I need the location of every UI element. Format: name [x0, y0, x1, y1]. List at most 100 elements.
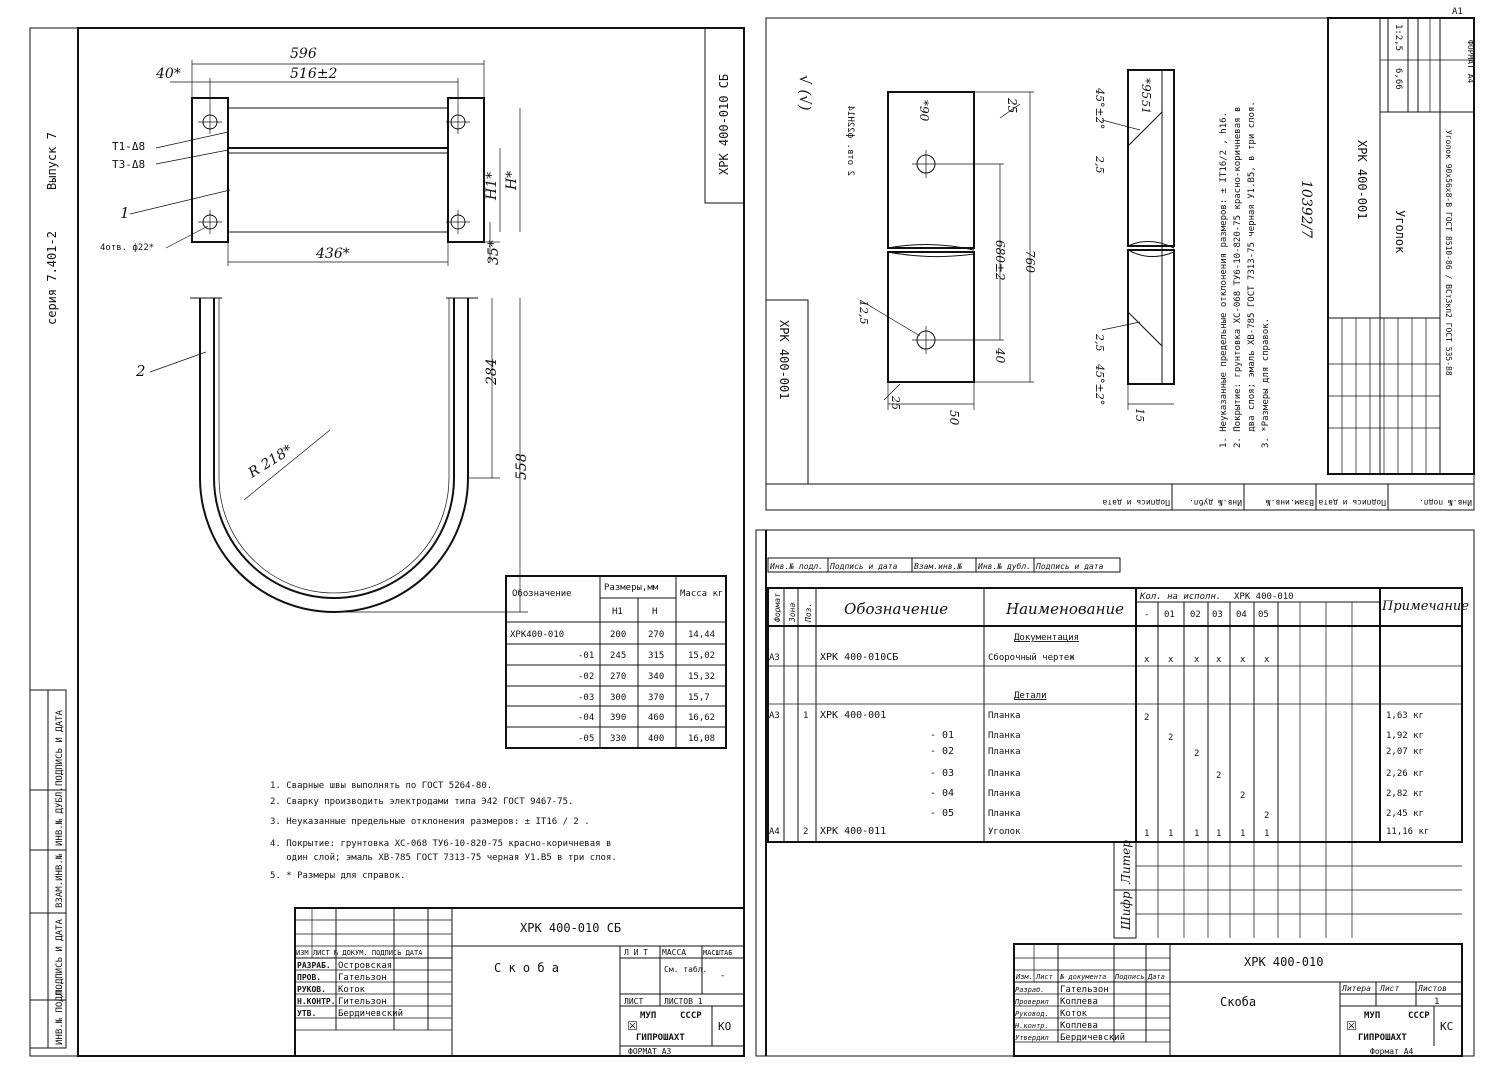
spec-tb-h-date: Дата — [1147, 973, 1165, 981]
spec-row-qty: 2 — [1216, 771, 1221, 781]
spec-tb-h-izm: Изм. — [1015, 973, 1033, 981]
rt-dim-95: *95 — [1139, 78, 1153, 99]
spec-tb-h-doc: № документа — [1059, 973, 1106, 981]
dim-r218: R 218* — [245, 442, 296, 482]
left-sheet: серия 7.401-2 Выпуск 7 ИНВ.№ ПОДЛ. ПОДПИ… — [29, 27, 745, 1057]
spec-top-strip: Инв.№ подл. Подпись и дата Взам.инв.№ Ин… — [767, 557, 1121, 573]
spec-row-qty: х — [1168, 655, 1174, 665]
spec-row-designation: - 01 — [930, 730, 954, 741]
rt-dim-50: 50 — [947, 410, 961, 426]
spec-exec-header: - — [1144, 610, 1149, 620]
issue-label: Выпуск 7 — [45, 132, 59, 190]
spec-row-name: Планка — [988, 711, 1021, 721]
left-tb-role-name: Гательзон — [338, 973, 387, 983]
left-title-block: ХРК 400-010 СБ С к о б а ИЗМ ЛИСТ № ДОКУ… — [294, 907, 745, 1057]
left-note-5: 5. * Размеры для справок. — [270, 871, 405, 881]
left-tb-lit: Л И Т — [624, 948, 648, 957]
spec-table: Формат Зона Поз. Обозначение Наименовани… — [767, 587, 1469, 843]
rt-scale: 1:2,5 — [1393, 24, 1403, 51]
size-row-h1: 200 — [610, 630, 626, 640]
spec-side-labels: Шифр Литер — [1113, 840, 1462, 939]
strip-vzam: ВЗАМ.ИНВ.№ — [55, 853, 65, 908]
sheet-corner: А1 — [1452, 7, 1463, 17]
rt-dim-760: 760 — [1023, 250, 1037, 273]
spec-row-qty: х — [1216, 655, 1222, 665]
dim-35: 35* — [486, 240, 502, 265]
dim-436: 436* — [315, 246, 350, 262]
left-tb-role-name: Бердичевский — [338, 1009, 403, 1019]
spec-h-note: Примечание — [1381, 599, 1469, 614]
rt-strip-1: Подпись и дата — [1102, 498, 1170, 507]
rt-dim-45a: 45°±2° — [1093, 87, 1106, 129]
spec-tb-role-name: Коплева — [1060, 1021, 1098, 1031]
spec-strip-2: Взам.инв.№ — [914, 562, 962, 571]
spec-row-note: 2,26 кг — [1386, 769, 1424, 779]
size-row-h1: 330 — [610, 734, 626, 744]
left-tb-org3: ГИПРОШАХТ — [636, 1033, 685, 1043]
plate-part-drawing: *90 25 680±2 760 40 50 2 отв. ф22Н14 12,… — [845, 91, 1037, 426]
spec-section-header: Детали — [1014, 691, 1047, 701]
size-row-h: 340 — [648, 672, 664, 682]
rt-holes: 2 отв. ф22Н14 — [845, 106, 855, 176]
spec-h-qty-code: ХРК 400-010 — [1234, 592, 1294, 602]
left-note-4: 4. Покрытие: грунтовка ХС-068 ТУ6-10-820… — [270, 839, 611, 849]
size-row-mass: 16,08 — [688, 734, 715, 744]
left-tb-format: ФОРМАТ А3 — [628, 1047, 672, 1056]
spec-tb-name: Скоба — [1220, 995, 1256, 1009]
spec-row-qty: 1 — [1144, 829, 1149, 839]
spec-exec-header: 04 — [1236, 610, 1247, 620]
spec-row-qty: 2 — [1144, 713, 1149, 723]
left-note-1: 1. Сварные швы выполнять по ГОСТ 5264-80… — [270, 781, 492, 791]
spec-exec-header: 01 — [1164, 610, 1175, 620]
size-table-h-h1: H1 — [612, 607, 623, 617]
spec-exec-header: 02 — [1190, 610, 1201, 620]
rt-strip-3: Взам.инв.№ — [1266, 498, 1314, 507]
dim-596: 596 — [290, 46, 317, 62]
spec-row-designation: - 05 — [930, 808, 954, 819]
size-row-h1: 270 — [610, 672, 626, 682]
spec-row-note: 2,45 кг — [1386, 809, 1424, 819]
rt-dim-25-b: 25 — [889, 395, 902, 410]
size-row-mass: 15,02 — [688, 651, 715, 661]
spec-row-designation: ХРК 400-010СБ — [820, 652, 898, 663]
spec-row-qty: 1 — [1194, 829, 1199, 839]
size-row-h1: 300 — [610, 693, 626, 703]
strip-sign2: ПОДПИСЬ И ДАТА — [55, 710, 65, 786]
spec-row-pos: 1 — [803, 711, 808, 721]
size-table-h-designation: Обозначение — [512, 588, 572, 599]
right-top-strip: Подпись и дата Инв.№ дубл. Взам.инв.№ По… — [1102, 484, 1472, 510]
spec-row-qty: 1 — [1240, 829, 1245, 839]
spec-h-name: Наименование — [1005, 600, 1124, 618]
spec-row-note: 1,92 кг — [1386, 731, 1424, 741]
size-table-h-sizes: Размеры,мм — [604, 583, 659, 593]
rt-dim-25: 25 — [1005, 97, 1019, 113]
size-row-mass: 15,7 — [688, 693, 710, 703]
left-tb-role: ПРОВ. — [297, 973, 321, 982]
spec-row-qty: 2 — [1264, 811, 1269, 821]
spec-row-qty: 1 — [1264, 829, 1269, 839]
size-row-h: 270 — [648, 630, 664, 640]
weld-label-t1: Т1-Δ8 — [112, 140, 145, 153]
rt-sheet-no: 10392/7 — [1298, 180, 1314, 238]
spec-h-pos: Поз. — [804, 603, 813, 623]
left-tb-name: С к о б а — [494, 961, 559, 975]
spec-row-qty: х — [1144, 655, 1150, 665]
spec-row-format: А3 — [769, 653, 780, 663]
spec-tb-org1: МУП — [1364, 1011, 1380, 1021]
rt-dim-25c: 2,5 — [1093, 155, 1106, 174]
spec-side-liter: Литер — [1119, 840, 1133, 885]
spec-row-designation: - 03 — [930, 768, 954, 779]
spec-strip-3: Инв.№ дубл. — [977, 561, 1031, 571]
rt-strip-5: Инв.№ подл. — [1419, 498, 1472, 507]
size-table-h-mass: Масса кг — [680, 589, 723, 599]
spec-tb-org2: СССР — [1408, 1011, 1430, 1021]
size-row-h1: 390 — [610, 713, 626, 723]
spec-row-designation: ХРК 400-001 — [820, 710, 886, 721]
left-tb-role: Н.КОНТР. — [297, 997, 336, 1006]
spec-row-qty: 2 — [1194, 749, 1199, 759]
spec-tb-role-name: Коток — [1060, 1009, 1088, 1019]
spec-tb-format: Формат А4 — [1370, 1047, 1414, 1056]
right-top-sheet: А1 Подпись и дата Инв.№ дубл. Взам.инв.№… — [765, 7, 1475, 511]
